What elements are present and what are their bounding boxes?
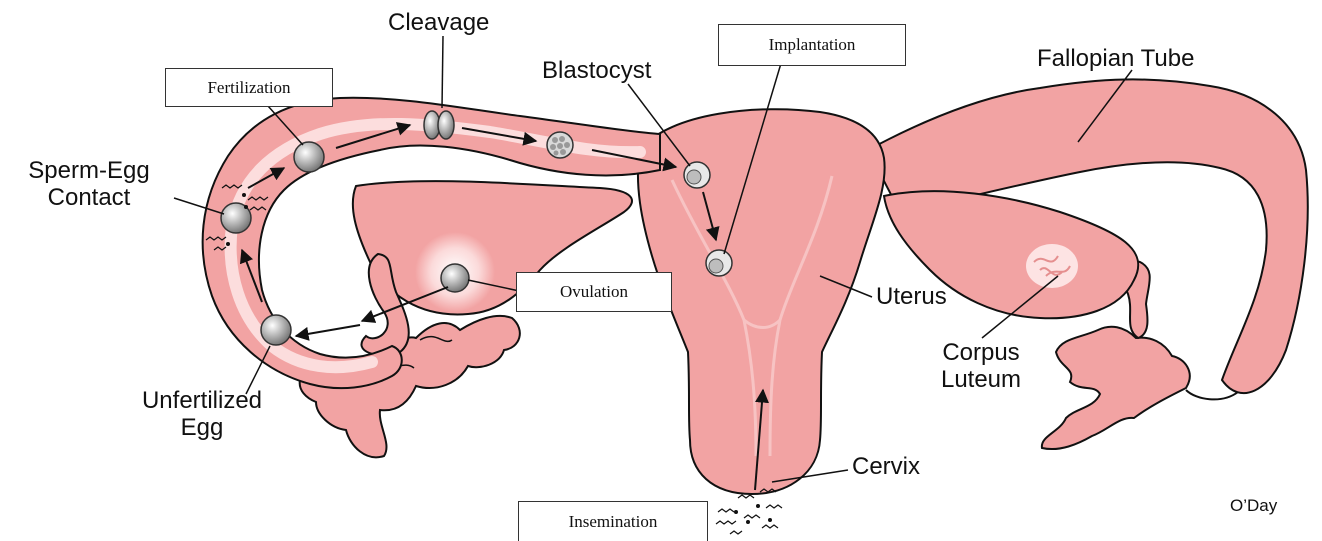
box-fertilization: Fertilization (165, 68, 333, 107)
label-cleavage: Cleavage (388, 10, 489, 37)
fertilized-egg-cell (294, 142, 324, 172)
blastocyst-cell (684, 162, 710, 188)
label-unfertilized-line1: Unfertilized (112, 388, 292, 415)
box-insemination: Insemination (518, 501, 708, 541)
label-uterus: Uterus (876, 284, 947, 311)
label-sperm-egg-contact: Sperm-Egg Contact (6, 158, 172, 212)
box-implantation: Implantation (718, 24, 906, 66)
right-fimbriae (1042, 327, 1190, 449)
label-corpus-line1: Corpus (916, 340, 1046, 367)
label-corpus-luteum: Corpus Luteum (916, 340, 1046, 394)
credit-text: O’Day (1230, 496, 1277, 516)
unfertilized-egg-cell (261, 315, 291, 345)
label-sperm-egg-line2: Contact (6, 185, 172, 212)
box-ovulation: Ovulation (516, 272, 672, 312)
label-unfertilized-line2: Egg (112, 415, 292, 442)
sperm-insemination (716, 489, 782, 534)
morula-cell (547, 132, 573, 158)
implanted-blastocyst-cell (706, 250, 732, 276)
label-fallopian-tube: Fallopian Tube (1037, 46, 1194, 73)
label-unfertilized-egg: Unfertilized Egg (112, 388, 292, 442)
label-corpus-line2: Luteum (916, 367, 1046, 394)
label-cervix: Cervix (852, 454, 920, 481)
label-blastocyst: Blastocyst (542, 58, 651, 85)
label-sperm-egg-line1: Sperm-Egg (6, 158, 172, 185)
